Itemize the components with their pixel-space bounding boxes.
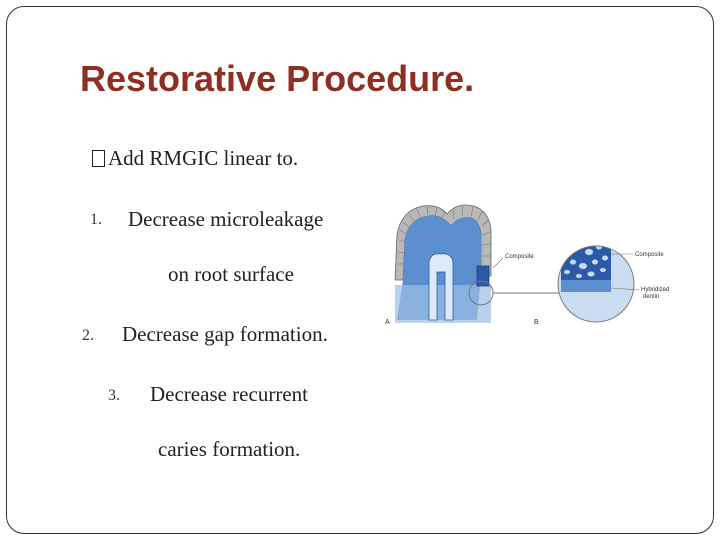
tooth-diagram: A Composite Composite Hybridized — [385, 204, 669, 326]
item-2-number: 2. — [82, 327, 94, 344]
label-hybridized: Hybridized — [641, 287, 669, 293]
slide-title: Restorative Procedure. — [80, 58, 475, 99]
item-3-text-cont: caries formation. — [158, 437, 301, 461]
item-1-text-cont: on root surface — [168, 262, 294, 286]
item-3-text: Decrease recurrent — [150, 382, 308, 406]
label-composite-right: Composite — [635, 252, 664, 258]
missing-glyph-icon — [92, 150, 105, 167]
figure-label-a: A — [385, 319, 390, 326]
tooth-restoration-figure: A Composite Composite Hybridized — [383, 200, 683, 335]
item-1-text: Decrease microleakage — [128, 207, 324, 231]
pulp-chamber — [428, 253, 454, 321]
magnify-circle-large — [557, 245, 635, 323]
item-3-number: 3. — [108, 387, 120, 404]
item-2-text: Decrease gap formation. — [122, 322, 328, 346]
item-1-number: 1. — [90, 211, 102, 228]
intro-text: Add RMGIC linear to. — [108, 146, 299, 170]
intro-line: Add RMGIC linear to. — [92, 146, 298, 171]
label-composite-left: Composite — [505, 254, 534, 260]
figure-label-b: B — [534, 319, 539, 326]
label-dentin: dentin — [643, 294, 659, 300]
